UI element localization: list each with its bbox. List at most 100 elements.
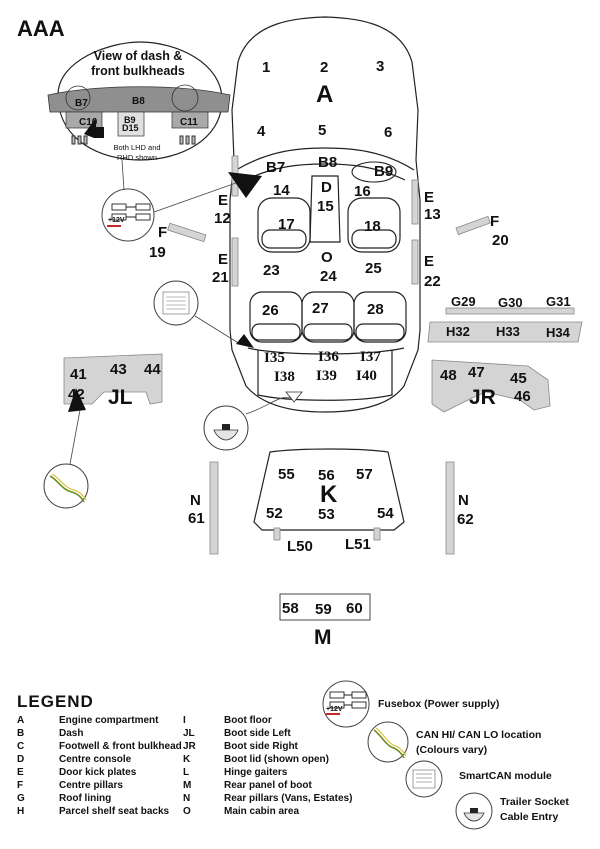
zone-label: N [458,492,469,509]
zone-label: 26 [262,302,279,319]
boot-side-right-panel [431,359,551,413]
legend-key: A [17,715,24,726]
legend-desc: Rear panel of boot [224,780,312,791]
hinge-gaiter-right [373,527,381,541]
zone-label: I38 [274,369,295,385]
legend-key: JR [183,741,197,752]
zone-label: 15 [317,198,334,215]
zone-label: 56 [318,467,335,484]
legend-can-label-2: (Colours vary) [416,744,487,756]
legend-key: K [183,754,191,765]
parcel-shelf-panel [427,321,583,343]
roof-lining-bar [445,307,575,315]
legend-desc: Dash [59,728,83,739]
rear-pillar-left-bar [209,461,219,555]
zone-label: K [320,481,338,508]
zone-label: 20 [492,232,509,249]
zone-label: B8 [318,154,337,171]
inset-label-c10: C10 [79,117,98,128]
zone-label: JR [469,386,496,409]
zone-label: L50 [287,538,313,555]
zone-label: 23 [263,262,280,279]
connector-line [69,409,81,465]
zone-label: I37 [360,349,381,365]
zone-label: H33 [496,324,520,339]
zone-label: L51 [345,536,371,553]
legend-fusebox-label: Fusebox (Power supply) [378,698,499,710]
zone-label: E [424,189,434,206]
legend-desc: Door kick plates [59,767,137,778]
connector-line [194,315,241,345]
zone-label: 27 [312,300,329,317]
legend-trailer-label-1: Trailer Socket [500,796,569,808]
zone-label: 41 [70,366,87,383]
legend-desc: Roof lining [59,793,111,804]
zone-label: 14 [273,182,290,199]
page-title: AAA [17,16,65,41]
zone-label: B7 [266,159,285,176]
legend-key: F [17,780,23,791]
inset-note-2: RHD shown [117,153,157,162]
fusebox-icon: +12V [101,188,155,242]
dash-inset: View of dash & front bulkheads B7 B8 C10… [47,41,231,162]
legend-desc: Centre pillars [59,780,123,791]
zone-label: F [158,224,167,241]
zone-label: 21 [212,269,229,286]
hinge-gaiter-left [273,527,281,541]
legend-desc: Footwell & front bulkhead [59,741,182,752]
can-wire-icon [43,463,89,509]
legend-key: B [17,728,24,739]
legend-key: D [17,754,24,765]
zone-label: 12 [214,210,231,227]
smartcan-icon [153,280,199,326]
zone-label: 5 [318,122,326,139]
legend-smartcan-label: SmartCAN module [459,770,552,782]
zone-label: 3 [376,58,384,75]
zone-label: 18 [364,218,381,235]
legend-desc: Boot lid (shown open) [224,754,329,765]
zone-label: O [321,249,333,266]
zone-label: I36 [318,349,339,365]
zone-label: D [321,179,332,196]
rear-panel-box [279,593,371,621]
zone-label: 45 [510,370,527,387]
zone-label: E [218,251,228,268]
rear-pillar-right-bar [445,461,455,555]
inset-arrow-icon [84,118,104,138]
pillar-bar-f19 [167,222,207,243]
inset-label-b8: B8 [132,96,145,107]
zone-label: 47 [468,364,485,381]
legend-key: M [183,780,191,791]
legend-key: I [183,715,186,726]
inset-label-c11: C11 [180,117,198,128]
inset-label-d15: D15 [122,123,139,133]
zone-label: 13 [424,206,441,223]
legend-key: C [17,741,24,752]
legend-desc: Hinge gaiters [224,767,288,778]
connector-line [153,176,251,213]
zone-label: I39 [316,368,337,384]
legend-right-column: I Boot floor JL Boot side Left JR Boot s… [183,715,352,817]
legend-smartcan-icon [405,760,443,798]
zone-label: 58 [282,600,299,617]
trailer-arrow-icon [285,391,303,403]
car-outline [229,16,421,413]
boot-lid-outline [253,448,405,531]
legend-fusebox-12v: +12V [326,706,343,713]
zone-label: 52 [266,505,283,522]
legend-desc: Boot floor [224,715,272,726]
legend-desc: Centre console [59,754,132,765]
trailer-socket-icon [203,405,249,451]
zone-label: I40 [356,368,377,384]
inset-note-1: Both LHD and [113,143,160,152]
zone-label: 6 [384,124,392,141]
zone-label: B9 [374,163,393,180]
can-arrow-icon [68,388,86,412]
zone-label: N [190,492,201,509]
smartcan-arrow-icon [236,334,254,348]
legend-key: G [17,793,25,804]
zone-label: 48 [440,367,457,384]
zone-label: 44 [144,361,161,378]
legend-key: E [17,767,24,778]
